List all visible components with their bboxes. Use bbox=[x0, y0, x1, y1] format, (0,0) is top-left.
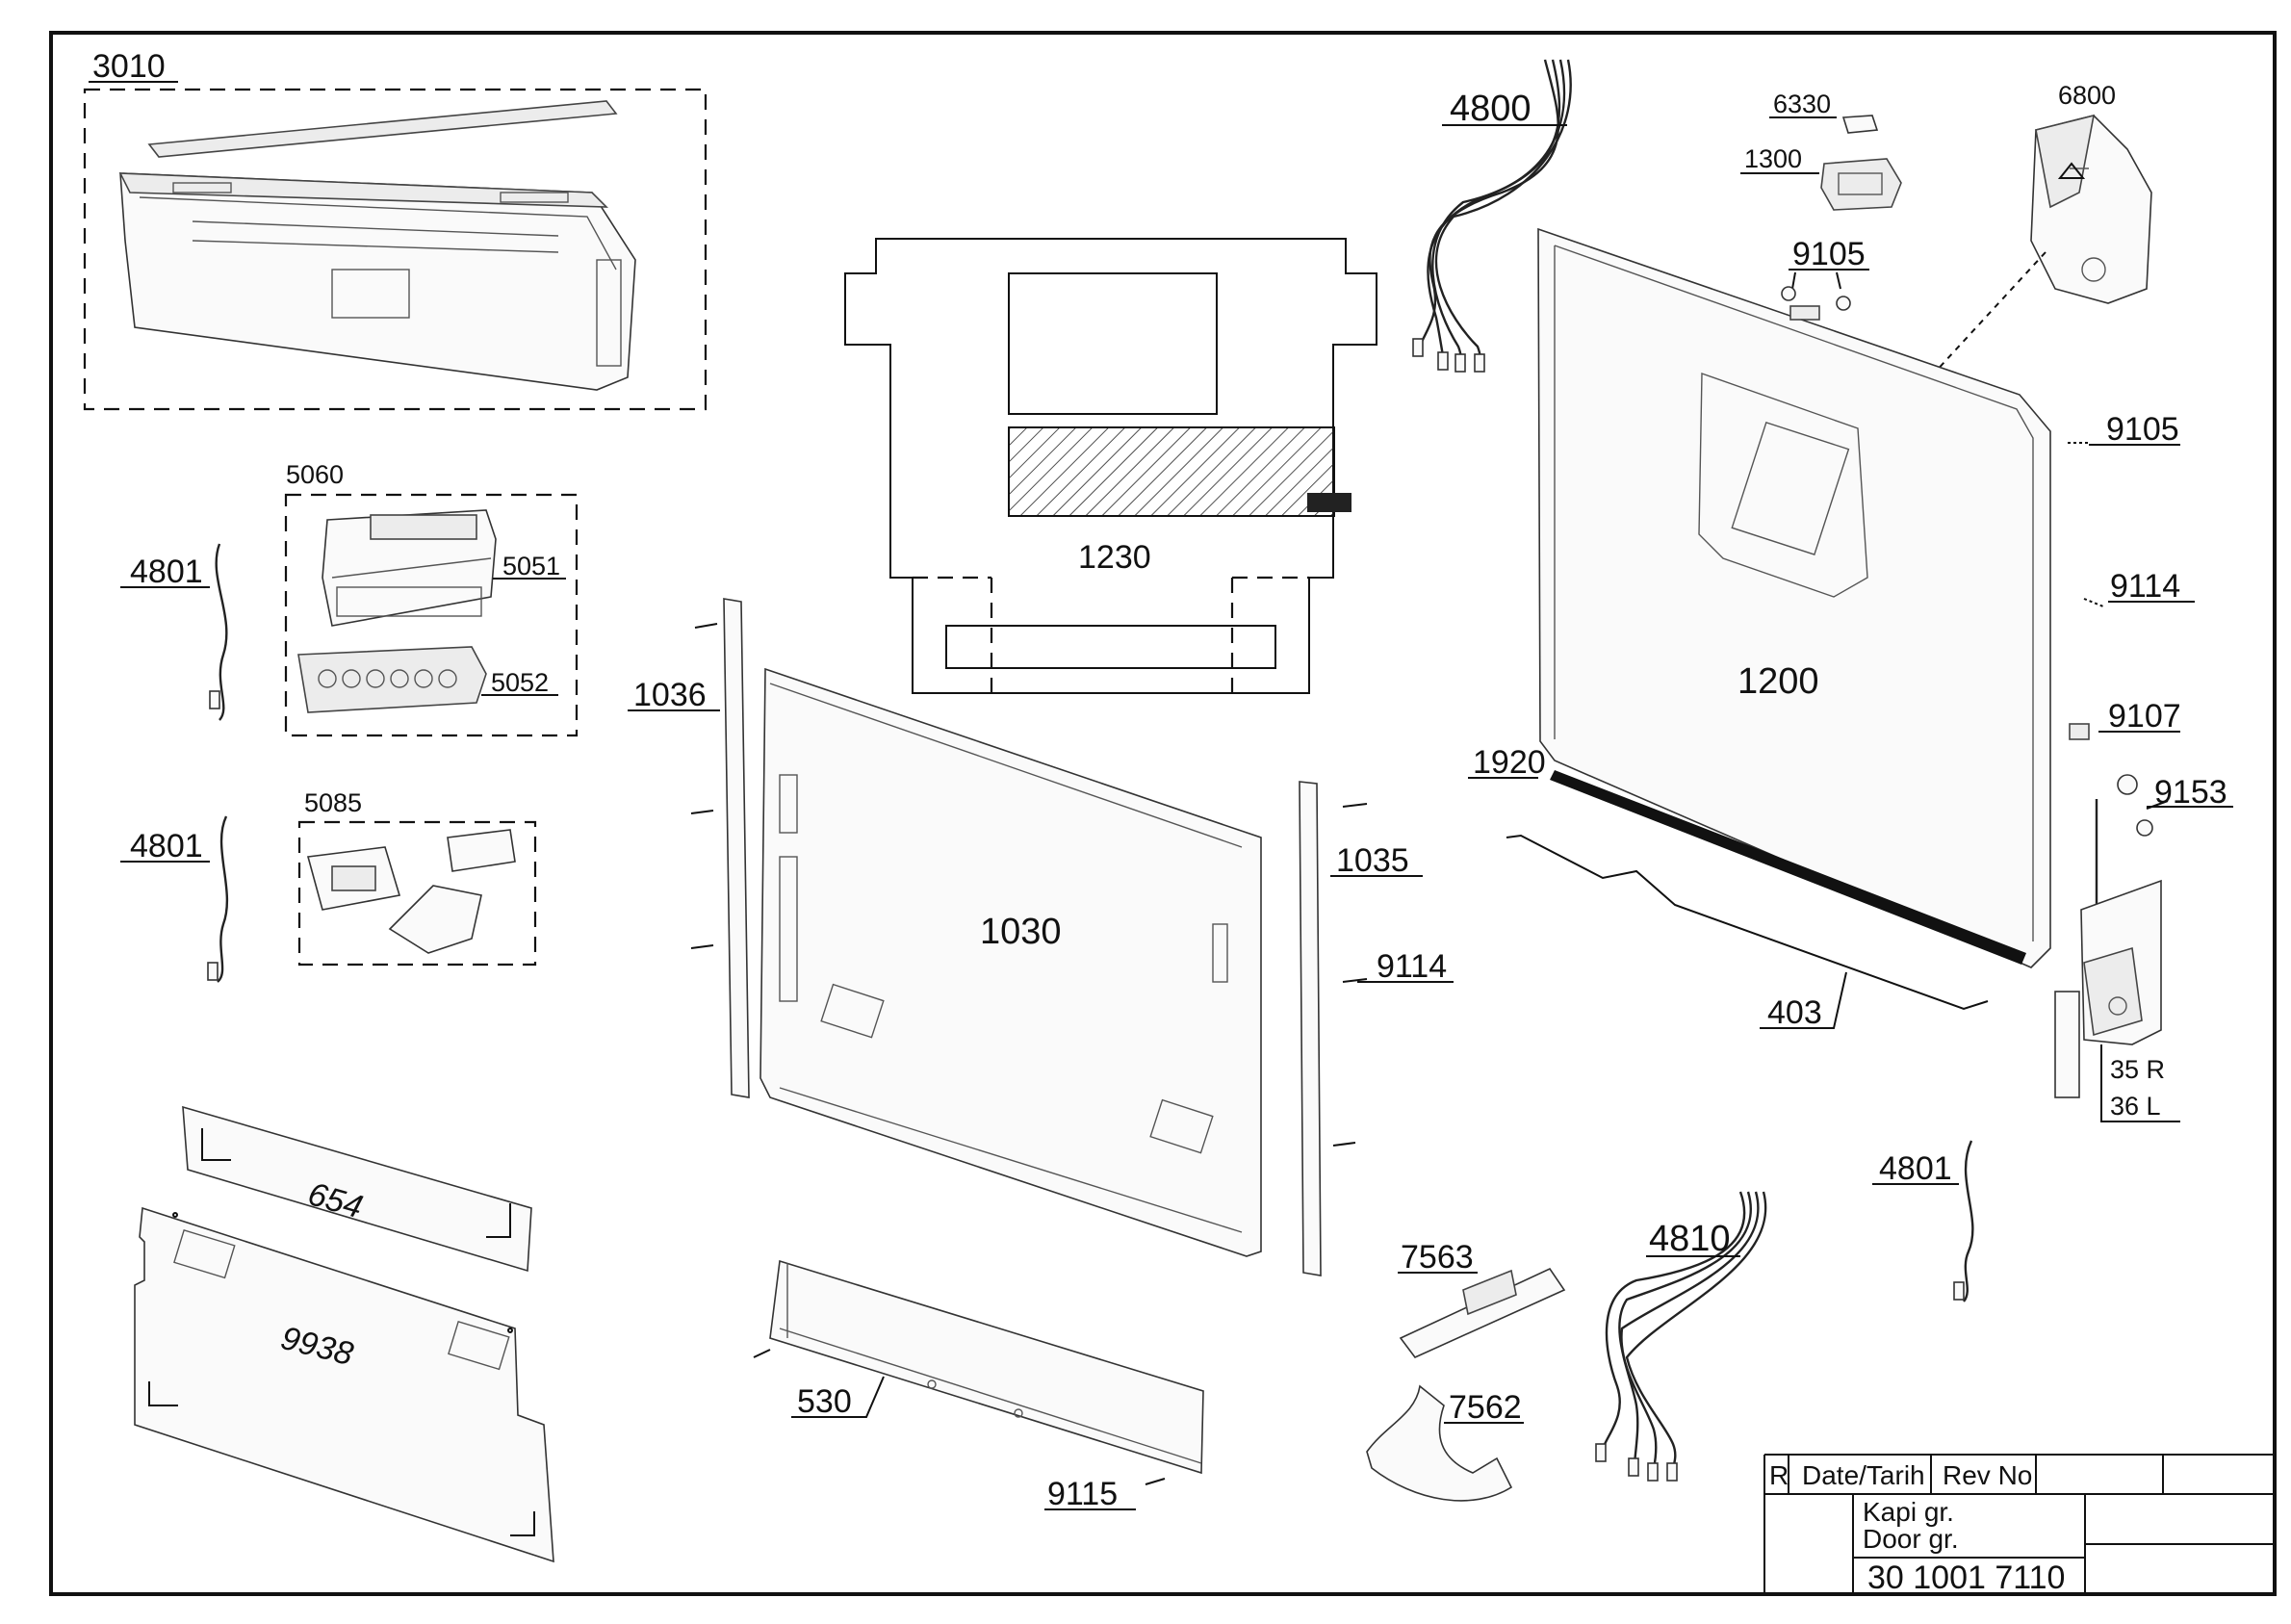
label-1920: 1920 bbox=[1473, 744, 1546, 781]
label-7562: 7562 bbox=[1449, 1389, 1522, 1426]
title-r: R bbox=[1769, 1460, 1789, 1490]
label-4801-b: 4801 bbox=[130, 828, 203, 864]
title-doc-no: 30 1001 7110 bbox=[1867, 1560, 2065, 1596]
part-1300-latch bbox=[1820, 158, 1902, 211]
label-9107: 9107 bbox=[2108, 698, 2181, 735]
label-4801-a: 4801 bbox=[130, 554, 203, 590]
label-5052: 5052 bbox=[491, 668, 549, 697]
label-1036: 1036 bbox=[633, 677, 707, 713]
label-1030: 1030 bbox=[980, 912, 1062, 952]
label-9153: 9153 bbox=[2154, 774, 2227, 811]
label-1035: 1035 bbox=[1336, 842, 1409, 879]
label-35R: 35 R bbox=[2110, 1055, 2165, 1084]
label-4810: 4810 bbox=[1649, 1219, 1731, 1259]
part-3010-control-panel bbox=[83, 88, 708, 411]
title-block bbox=[1763, 1454, 2275, 1594]
label-9114-b: 9114 bbox=[2110, 568, 2180, 605]
label-6330: 6330 bbox=[1773, 90, 1831, 118]
label-6800: 6800 bbox=[2058, 81, 2116, 110]
part-7563-bracket bbox=[1399, 1267, 1566, 1358]
label-403: 403 bbox=[1767, 994, 1822, 1031]
label-5060: 5060 bbox=[286, 460, 344, 489]
part-9938-panel bbox=[134, 1206, 554, 1563]
part-1035-strip bbox=[1299, 781, 1368, 1276]
label-36L: 36 L bbox=[2110, 1092, 2161, 1121]
part-403-rod bbox=[1506, 834, 1989, 1011]
part-9153-hinge bbox=[2054, 774, 2162, 1098]
label-530: 530 bbox=[797, 1383, 852, 1420]
label-3010: 3010 bbox=[92, 48, 166, 85]
label-5051: 5051 bbox=[502, 552, 560, 580]
part-1030-inner-panel bbox=[759, 667, 1262, 1257]
part-4800-harness bbox=[1412, 59, 1572, 373]
label-9105-a: 9105 bbox=[1792, 236, 1866, 272]
part-1036-strip bbox=[690, 598, 750, 1098]
part-1200-outer-door bbox=[1537, 227, 2051, 968]
part-4810-harness bbox=[1595, 1191, 1767, 1482]
part-5060-module bbox=[284, 493, 579, 737]
part-6800-dispenser bbox=[2030, 114, 2152, 304]
title-name-en: Door gr. bbox=[1863, 1524, 1959, 1554]
title-date: Date/Tarih bbox=[1802, 1460, 1925, 1490]
label-9114-a: 9114 bbox=[1377, 948, 1447, 985]
part-4801-wire-c bbox=[1953, 1140, 1974, 1302]
title-rev: Rev No bbox=[1943, 1460, 2032, 1490]
label-1300: 1300 bbox=[1744, 144, 1802, 173]
label-4801-c: 4801 bbox=[1879, 1150, 1952, 1187]
part-1920-gasket bbox=[1550, 770, 2026, 965]
part-4801-wire-b bbox=[207, 815, 229, 983]
label-5085: 5085 bbox=[304, 788, 362, 817]
label-7563: 7563 bbox=[1401, 1239, 1474, 1276]
part-1230-insulation bbox=[844, 238, 1377, 694]
label-9115: 9115 bbox=[1047, 1476, 1118, 1512]
part-530-channel bbox=[753, 1259, 1204, 1485]
drawing-frame bbox=[49, 31, 2277, 1596]
part-4801-wire-a bbox=[209, 543, 228, 721]
title-name-tr: Kapi gr. bbox=[1863, 1497, 1954, 1527]
label-4800: 4800 bbox=[1450, 89, 1532, 129]
part-654-panel bbox=[182, 1105, 532, 1273]
label-1230: 1230 bbox=[1078, 539, 1151, 576]
part-7562-bracket bbox=[1366, 1384, 1513, 1502]
label-9105-b: 9105 bbox=[2106, 411, 2179, 448]
label-1200: 1200 bbox=[1738, 661, 1819, 702]
part-6330-clip bbox=[1841, 115, 1879, 134]
part-5085-module bbox=[297, 820, 537, 967]
